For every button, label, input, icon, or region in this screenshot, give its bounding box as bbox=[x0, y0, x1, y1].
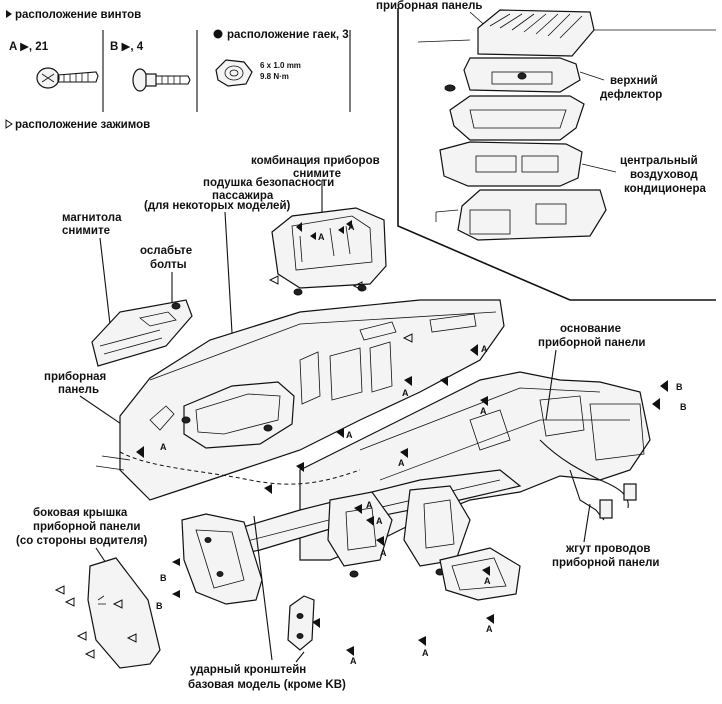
loosen-bolts-label-1: ослабьте bbox=[140, 245, 192, 257]
legend: расположение винтов A ▶, 21 B ▶, 4 распо… bbox=[5, 9, 351, 131]
screw-a-icon bbox=[36, 67, 99, 89]
radio-label-1: магнитола bbox=[62, 212, 122, 224]
harness-label-1: жгут проводов bbox=[565, 543, 651, 555]
central-air-duct bbox=[439, 141, 617, 187]
marker-a-3: A bbox=[402, 388, 409, 398]
upper-vent-grille bbox=[477, 9, 716, 57]
side-cover-label-3: (со стороны водителя) bbox=[16, 535, 148, 547]
marker-a-8: A bbox=[376, 516, 383, 526]
screw-a-count: A ▶, 21 bbox=[9, 41, 49, 53]
airbag-label-1: подушка безопасности bbox=[203, 177, 334, 189]
central-duct-label-3: кондиционера bbox=[624, 183, 706, 195]
instrument-cluster bbox=[271, 207, 387, 296]
panel-marker-a-1: A bbox=[160, 442, 167, 452]
marker-a-5: A bbox=[346, 430, 353, 440]
screw-b-icon bbox=[132, 68, 191, 92]
marker-a-11: A bbox=[486, 624, 493, 634]
radio-label-2: снимите bbox=[62, 225, 110, 237]
marker-a-6: A bbox=[398, 458, 405, 468]
dash-panel-label-2: панель bbox=[58, 384, 99, 396]
screw-b-count: B ▶, 4 bbox=[110, 41, 144, 53]
cluster-marker-a: A bbox=[318, 232, 325, 242]
marker-a-4: A bbox=[480, 406, 487, 416]
side-cover-label-2: приборной панели bbox=[33, 521, 141, 533]
bracket-marker-b-1: B bbox=[160, 573, 167, 583]
dash-base-label-2: приборной панели bbox=[538, 337, 646, 349]
nut-icon bbox=[215, 59, 253, 87]
bracket-marker-b-2: B bbox=[156, 601, 163, 611]
nut-size: 6 x 1.0 mm bbox=[260, 61, 301, 70]
clips-title: расположение зажимов bbox=[15, 119, 150, 131]
right-marker-b-2: B bbox=[680, 402, 687, 412]
dash-base-label-1: основание bbox=[560, 323, 621, 335]
instrument-cluster-label-2: снимите bbox=[293, 168, 341, 180]
dash-panel-top-label: приборная панель bbox=[376, 0, 483, 12]
upper-inset: приборная панель верхний дефлектор bbox=[376, 0, 716, 301]
airbag-label-2: пассажира bbox=[212, 190, 274, 202]
side-cover-label-1: боковая крышка bbox=[33, 507, 128, 519]
nut-torque: 9.8 N·m bbox=[260, 72, 289, 81]
left-support-bracket bbox=[181, 513, 263, 605]
radio-unit bbox=[91, 299, 193, 367]
impact-bracket-label-1: ударный кронштейн bbox=[190, 664, 306, 676]
upper-deflector bbox=[444, 57, 605, 93]
central-duct-label-1: центральный bbox=[620, 155, 698, 167]
lower-duct-assembly bbox=[435, 189, 607, 241]
passenger-airbag-module bbox=[181, 381, 295, 449]
clip-legend-bullet bbox=[5, 119, 13, 129]
impact-bracket-label-2: базовая модель (кроме KB) bbox=[188, 679, 346, 691]
upper-deflector-label-2: дефлектор bbox=[600, 89, 662, 101]
airbag-label-3: (для некоторых моделей) bbox=[144, 200, 291, 212]
central-duct-label-2: воздуховод bbox=[630, 169, 698, 181]
upper-deflector-label-1: верхний bbox=[610, 75, 658, 87]
screw-legend-bullet bbox=[6, 10, 12, 18]
screws-title: расположение винтов bbox=[15, 9, 141, 21]
nuts-title: расположение гаек, 3 bbox=[227, 29, 349, 41]
marker-a-7: A bbox=[366, 500, 373, 510]
marker-a-2: A bbox=[481, 344, 488, 354]
screw-markers-a: A A A A A A A A A A A A bbox=[264, 344, 494, 666]
instrument-cluster-label-1: комбинация приборов bbox=[251, 155, 380, 167]
harness-line-left bbox=[119, 451, 361, 485]
impact-bracket bbox=[287, 595, 315, 651]
loosen-bolts-label-2: болты bbox=[150, 259, 187, 271]
marker-a-9: A bbox=[380, 548, 387, 558]
driver-side-cover bbox=[54, 557, 161, 669]
marker-a-12: A bbox=[422, 648, 429, 658]
marker-a-13: A bbox=[350, 656, 357, 666]
dashboard-panel bbox=[119, 299, 505, 501]
marker-a-10: A bbox=[484, 576, 491, 586]
inset-border bbox=[397, 8, 716, 301]
harness-label-2: приборной панели bbox=[552, 557, 660, 569]
right-lower-unit bbox=[439, 547, 521, 601]
nut-legend-bullet bbox=[213, 29, 223, 39]
right-marker-b-1: B bbox=[676, 382, 683, 392]
deflector-housing bbox=[449, 95, 585, 141]
dash-panel-label-1: приборная bbox=[44, 371, 106, 383]
cluster-marker-a-2: A bbox=[348, 222, 355, 232]
